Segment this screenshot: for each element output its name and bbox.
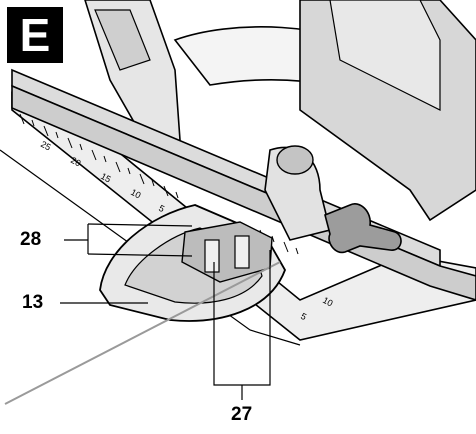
scale-number: 10 bbox=[129, 187, 143, 201]
scale-number: 5 bbox=[157, 203, 166, 214]
callout-27: 27 bbox=[231, 404, 253, 425]
callout-leaders bbox=[60, 223, 271, 400]
fence-clamp-body bbox=[264, 146, 331, 241]
callout-28: 28 bbox=[20, 229, 42, 250]
scale-number: 20 bbox=[69, 155, 83, 169]
clamp-pivot bbox=[276, 145, 314, 175]
marker-slot bbox=[234, 235, 250, 269]
cut-line bbox=[4, 261, 281, 405]
marker-slot bbox=[204, 239, 220, 273]
scale-number: 5 bbox=[299, 311, 308, 322]
handle-bracket-inner bbox=[94, 9, 151, 71]
scale-number: 15 bbox=[99, 171, 113, 185]
scale-number: 25 bbox=[39, 139, 53, 153]
motor-housing-detail bbox=[329, 0, 441, 111]
callout-13: 13 bbox=[22, 292, 44, 313]
scale-number: 10 bbox=[321, 295, 335, 309]
base-plate-front-edge bbox=[0, 149, 301, 346]
fence-knob bbox=[324, 203, 402, 254]
figure-badge: E bbox=[7, 7, 63, 63]
